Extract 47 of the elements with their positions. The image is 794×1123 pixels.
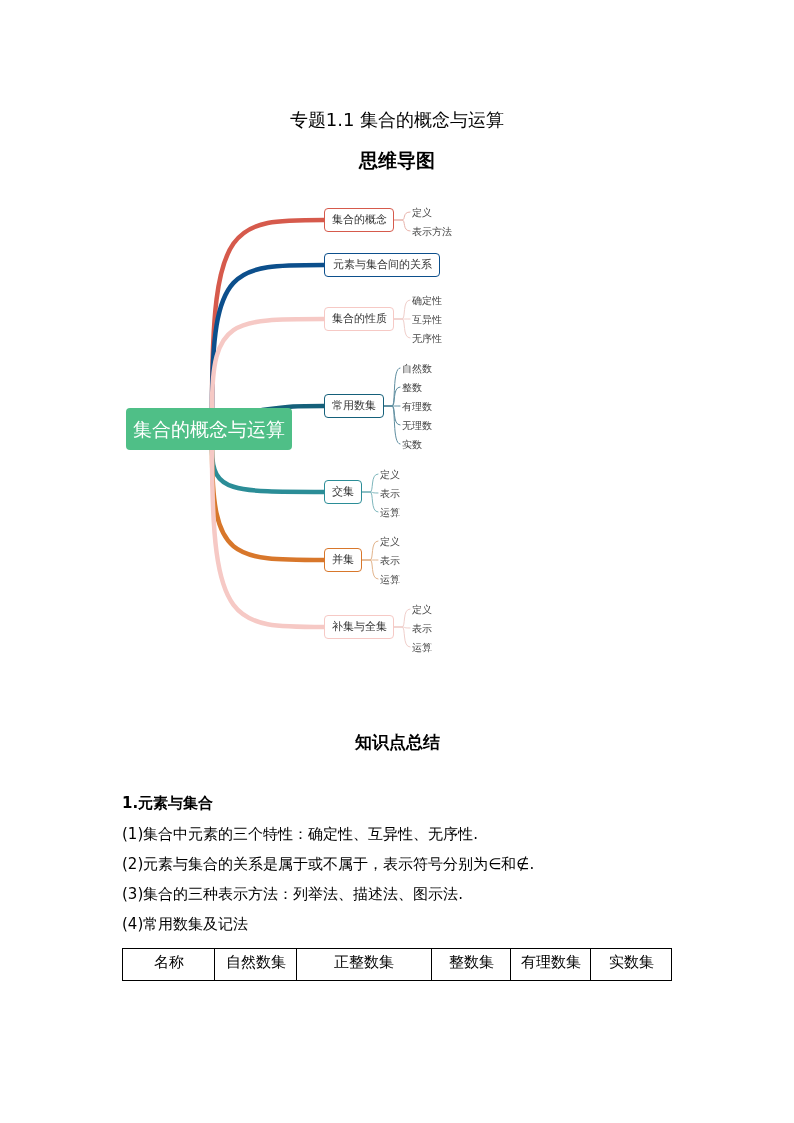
topic-box: 常用数集 xyxy=(324,394,384,418)
table-cell: 整数集 xyxy=(431,948,511,981)
subsection-heading: 1.元素与集合 xyxy=(122,793,214,814)
paragraph: (1)集合中元素的三个特性：确定性、互异性、无序性. xyxy=(122,824,478,845)
paragraph: (4)常用数集及记法 xyxy=(122,914,249,935)
subtopic-text: 互异性 xyxy=(412,312,442,326)
topic-box: 集合的性质 xyxy=(324,307,394,331)
topic-box: 交集 xyxy=(324,480,362,504)
connector-line xyxy=(393,626,411,648)
table-cell: 实数集 xyxy=(590,948,672,981)
connector-line xyxy=(383,405,401,445)
subtopic-text: 实数 xyxy=(402,437,422,451)
topic-box: 并集 xyxy=(324,548,362,572)
paragraph: (2)元素与集合的关系是属于或不属于，表示符号分别为∈和∉. xyxy=(122,854,535,875)
subtopic-text: 运算 xyxy=(412,640,432,654)
table-cell: 正整数集 xyxy=(296,948,432,981)
subtopic-text: 定义 xyxy=(380,467,400,481)
section-heading: 知识点总结 xyxy=(354,731,440,754)
subtopic-text: 表示方法 xyxy=(412,224,452,238)
subtopic-text: 无序性 xyxy=(412,331,442,345)
paragraph: (3)集合的三种表示方法：列举法、描述法、图示法. xyxy=(122,884,463,905)
connector-line xyxy=(393,219,411,232)
subtopic-text: 运算 xyxy=(380,572,400,586)
subtopic-text: 表示 xyxy=(380,486,400,500)
subtopic-text: 确定性 xyxy=(412,293,442,307)
topic-box: 补集与全集 xyxy=(324,615,394,639)
table-cell: 自然数集 xyxy=(214,948,297,981)
connector-line xyxy=(361,491,379,513)
subtopic-text: 定义 xyxy=(380,534,400,548)
connector-line xyxy=(361,559,379,580)
table-cell: 有理数集 xyxy=(510,948,591,981)
subtopic-text: 有理数 xyxy=(402,399,432,413)
subtopic-text: 无理数 xyxy=(402,418,432,432)
subtopic-text: 整数 xyxy=(402,380,422,394)
topic-box: 元素与集合间的关系 xyxy=(324,253,440,277)
topic-box: 集合的概念 xyxy=(324,208,394,232)
page-title: 专题1.1 集合的概念与运算 xyxy=(289,108,505,132)
subtopic-text: 表示 xyxy=(380,553,400,567)
table-cell: 名称 xyxy=(122,948,215,981)
subtopic-text: 运算 xyxy=(380,505,400,519)
subtopic-text: 表示 xyxy=(412,621,432,635)
central-topic: 集合的概念与运算 xyxy=(126,408,292,450)
subtopic-text: 定义 xyxy=(412,205,432,219)
subtopic-text: 自然数 xyxy=(402,361,432,375)
section-heading: 思维导图 xyxy=(359,148,435,173)
subtopic-text: 定义 xyxy=(412,602,432,616)
connector-line xyxy=(393,318,411,339)
